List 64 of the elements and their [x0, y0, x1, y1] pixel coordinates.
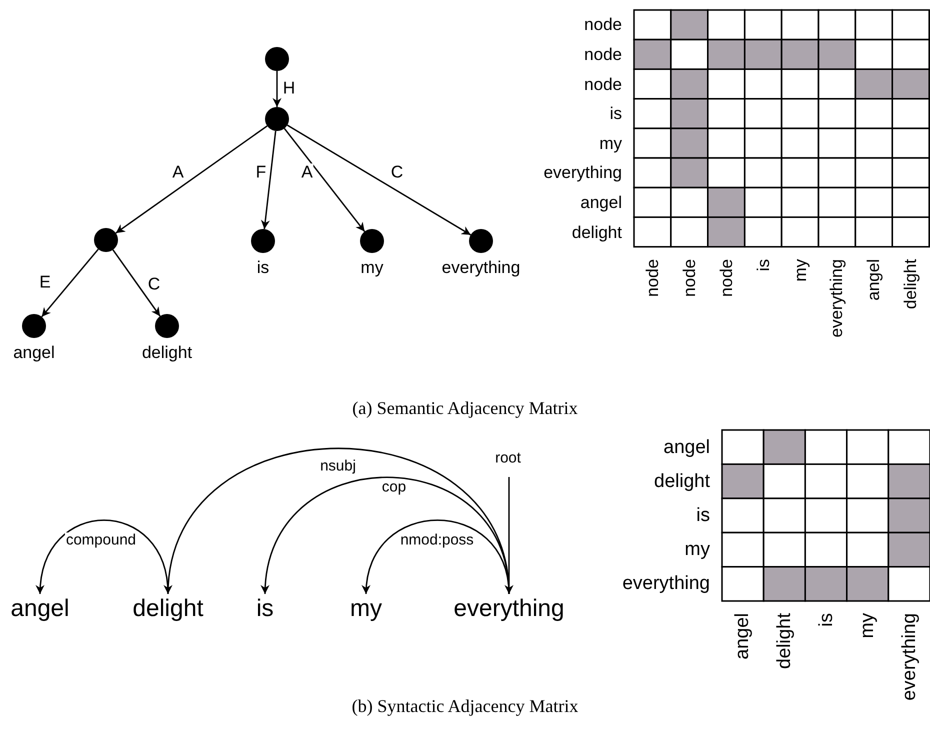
edge-label: F — [254, 164, 268, 180]
row-label: angel — [580, 194, 622, 211]
row-label: my — [599, 134, 622, 152]
node-circle — [94, 228, 118, 252]
arrow — [504, 477, 514, 594]
word-label: everything — [442, 259, 520, 276]
row-label: delight — [654, 472, 710, 491]
word-label: my — [350, 597, 382, 621]
caption: (a) Semantic Adjacency Matrix — [352, 399, 578, 417]
arrow — [112, 249, 161, 317]
row-label: delight — [572, 224, 622, 240]
word-label: my — [360, 259, 384, 276]
word-label: delight — [132, 597, 204, 621]
column-label: is — [816, 613, 836, 627]
word-label: angel — [10, 597, 70, 621]
edge-label: C — [146, 276, 162, 292]
row-label: my — [684, 540, 710, 560]
arrow — [284, 128, 366, 232]
edge-label: nmod:poss — [399, 532, 475, 548]
row-label: is — [696, 506, 710, 525]
edge-label: A — [171, 164, 185, 180]
node-circle — [265, 107, 289, 131]
column-label: my — [858, 613, 878, 638]
edge-label: H — [282, 80, 296, 96]
word-label: angel — [13, 344, 55, 361]
row-label: node — [584, 76, 622, 92]
arrow — [115, 125, 268, 234]
row-label: node — [584, 16, 622, 34]
arrow — [41, 248, 99, 318]
edge-label: E — [38, 274, 52, 290]
column-label: everything — [828, 258, 846, 338]
word-label: is — [256, 597, 274, 621]
row-label: is — [610, 105, 622, 122]
edge-label: root — [494, 450, 522, 466]
arrow — [262, 476, 510, 594]
edge-label: C — [390, 164, 404, 180]
column-label: delight — [774, 613, 794, 669]
word-label: everything — [454, 597, 564, 621]
column-label: is — [754, 258, 772, 272]
arrow — [164, 448, 510, 594]
column-label: node — [680, 258, 698, 297]
edge-label: A — [300, 164, 314, 180]
node-circle — [265, 47, 289, 71]
edge-label: compound — [64, 532, 138, 548]
column-label: node — [644, 258, 661, 297]
column-label: angel — [733, 613, 752, 660]
word-label: is — [256, 259, 270, 276]
arrow — [260, 130, 276, 230]
arrow — [286, 124, 472, 236]
caption: (b) Syntactic Adjacency Matrix — [352, 697, 578, 715]
row-label: node — [584, 46, 622, 63]
arrow — [36, 520, 169, 594]
column-label: everything — [900, 613, 919, 701]
row-label: angel — [664, 438, 710, 457]
column-label: node — [718, 258, 735, 297]
row-label: everything — [622, 574, 710, 594]
column-label: angel — [865, 258, 882, 300]
column-label: my — [792, 258, 809, 282]
column-label: delight — [902, 258, 920, 309]
word-label: delight — [142, 344, 192, 361]
arrow — [362, 520, 510, 594]
arrow — [272, 71, 282, 107]
edge-label: nsubj — [319, 458, 357, 474]
row-label: everything — [544, 164, 622, 182]
